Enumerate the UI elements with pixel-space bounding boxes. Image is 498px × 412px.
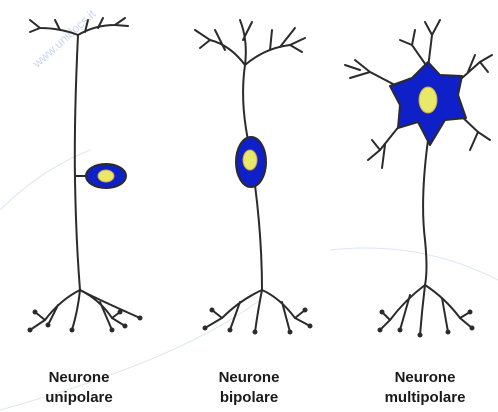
unipolar-axon [75, 35, 80, 290]
caption-multipolar-line2: multipolare [360, 388, 490, 408]
caption-multipolar-line1: Neurone [360, 368, 490, 388]
multipolar-terminals [380, 285, 472, 335]
neuron-bipolar [195, 20, 313, 335]
neuron-unipolar [28, 18, 143, 333]
bipolar-dendrites-top [195, 20, 305, 65]
neuron-multipolar [345, 20, 492, 338]
multipolar-axon [423, 140, 428, 285]
caption-multipolar: Neurone multipolare [360, 368, 490, 408]
caption-unipolar-line2: unipolare [14, 388, 144, 408]
bipolar-nucleus [243, 150, 257, 170]
caption-unipolar-line1: Neurone [14, 368, 144, 388]
unipolar-dendrites-top [30, 18, 128, 35]
caption-bipolar-line2: bipolare [184, 388, 314, 408]
caption-unipolar: Neurone unipolare [14, 368, 144, 408]
bipolar-axon [255, 185, 262, 290]
unipolar-nucleus [98, 170, 114, 182]
caption-bipolar-line1: Neurone [184, 368, 314, 388]
multipolar-nucleus [419, 87, 437, 113]
caption-bipolar: Neurone bipolare [184, 368, 314, 408]
bipolar-dendrite [243, 65, 248, 140]
